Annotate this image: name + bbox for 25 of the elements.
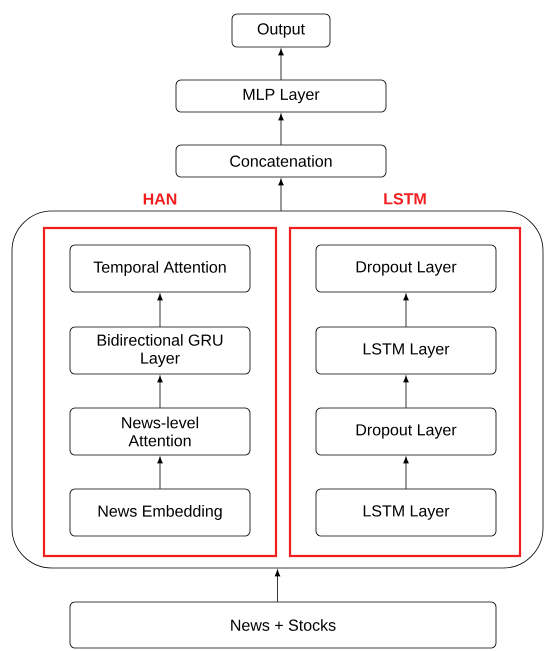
arrow [274, 570, 280, 602]
node-label: LSTM [384, 193, 426, 204]
layer-box: LSTM Layer [316, 326, 496, 374]
arrow [403, 294, 409, 327]
layer-box: MLP Layer [176, 80, 386, 112]
layer-box: LSTM Layer [316, 488, 496, 536]
arrow [403, 376, 409, 408]
layer-box: News Embedding [70, 488, 250, 536]
arrow [278, 114, 284, 145]
layer-box: News-level Attention [70, 408, 250, 456]
container-box [12, 210, 544, 568]
layer-box: Concatenation [176, 144, 386, 178]
layer-box: Bidirectional GRU Layer [70, 326, 250, 374]
node-label: HAN [144, 193, 176, 204]
arrow [157, 294, 163, 327]
arrow [278, 48, 284, 80]
layer-box: Dropout Layer [316, 408, 496, 456]
arrow [278, 178, 284, 211]
layer-box: Output [232, 14, 330, 48]
arrow [157, 456, 163, 489]
arrow [157, 376, 163, 408]
layer-box: News + Stocks [70, 602, 496, 648]
layer-box: Temporal Attention [70, 244, 250, 292]
layer-box: Dropout Layer [316, 244, 496, 292]
arrow [403, 456, 409, 489]
